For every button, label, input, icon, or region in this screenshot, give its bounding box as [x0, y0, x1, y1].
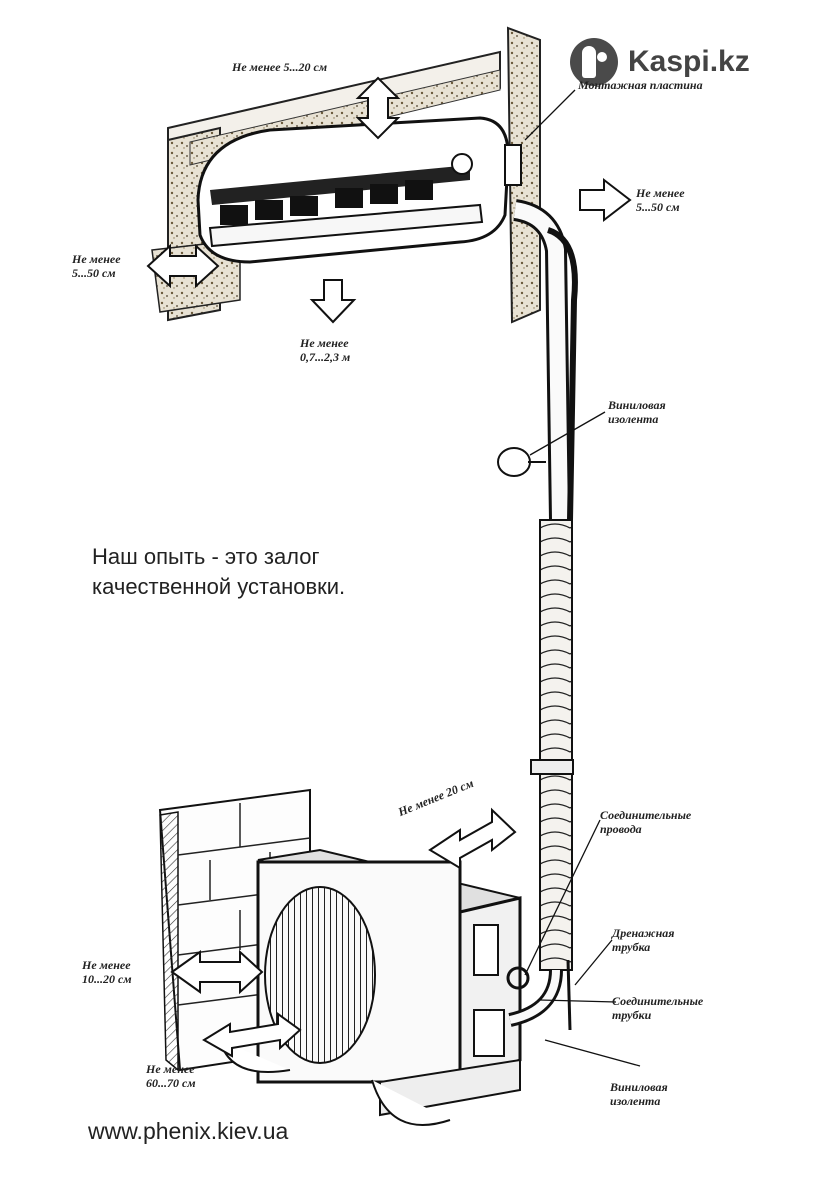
outdoor-pipe-connection	[506, 959, 572, 1031]
connecting-pipes-line1: Соединительные	[612, 994, 704, 1008]
kaspi-logo-icon	[570, 38, 618, 86]
right-clearance-line1: Не менее	[636, 186, 685, 200]
left-clearance-line2: 5...50 см	[72, 266, 116, 280]
front-clearance-label: Не менее 60...70 см	[146, 1062, 196, 1090]
indoor-unit	[196, 116, 522, 264]
bottom-clearance-line1: Не менее	[300, 336, 349, 350]
connecting-wires-line1: Соединительные	[600, 808, 692, 822]
connecting-pipes-line2: трубки	[612, 1008, 652, 1022]
slogan-line1: Наш опыть - это залог	[92, 544, 320, 569]
leader-lines	[524, 89, 641, 1067]
vinyl-tape-top-label: Виниловая изолента	[608, 398, 666, 426]
top-clearance-label: Не менее 5...20 см	[232, 60, 328, 74]
left-clearance-arrow	[146, 243, 220, 289]
left-clearance-line1: Не менее	[72, 252, 121, 266]
wall-clearance-label: Не менее 10...20 см	[82, 958, 132, 986]
bottom-clearance-line2: 0,7...2,3 м	[300, 350, 351, 364]
connecting-pipes-label: Соединительные трубки	[612, 994, 703, 1022]
front-clearance-line2: 60...70 см	[146, 1076, 196, 1090]
vinyl-tape-bottom-line1: Виниловая	[610, 1080, 668, 1094]
wall-clearance-line1: Не менее	[82, 958, 131, 972]
connecting-wires-label: Соединительные провода	[600, 808, 691, 836]
right-clearance-label: Не менее 5...50 см	[636, 186, 685, 214]
pipe-run	[497, 199, 578, 971]
drain-pipe-label: Дренажная трубка	[612, 926, 674, 954]
right-clearance-arrow	[579, 177, 632, 223]
bottom-clearance-arrow	[309, 279, 357, 324]
vinyl-tape-bottom-label: Виниловая изолента	[610, 1080, 668, 1108]
wall-clearance-line2: 10...20 см	[82, 972, 132, 986]
right-clearance-line2: 5...50 см	[636, 200, 680, 214]
front-clearance-line1: Не менее	[146, 1062, 195, 1076]
vinyl-tape-top-line2: изолента	[608, 412, 659, 426]
slogan: Наш опыть - это залог качественной устан…	[92, 542, 345, 602]
top-clearance-arrow	[355, 76, 401, 140]
kaspi-watermark: Kaspi.kz	[570, 38, 750, 86]
bottom-clearance-label: Не менее 0,7...2,3 м	[300, 336, 350, 364]
kaspi-brand-name: Kaspi.kz	[628, 45, 750, 78]
mounting-plate-label: Монтажная пластина	[578, 78, 703, 92]
outdoor-unit	[219, 848, 522, 1126]
website-url: www.phenix.kiev.ua	[88, 1118, 289, 1144]
connecting-wires-line2: провода	[600, 822, 642, 836]
vinyl-tape-bottom-line2: изолента	[610, 1094, 661, 1108]
slogan-line2: качественной установки.	[92, 574, 346, 599]
wall-clearance-arrow	[170, 949, 264, 995]
outdoor-top-clearance-arrow	[428, 807, 517, 870]
vinyl-tape-top-line1: Виниловая	[608, 398, 666, 412]
left-clearance-label: Не менее 5...50 см	[72, 252, 121, 280]
drain-pipe-line2: трубка	[612, 940, 651, 954]
drain-pipe-line1: Дренажная	[612, 926, 675, 940]
front-clearance-arrow	[202, 1012, 302, 1058]
